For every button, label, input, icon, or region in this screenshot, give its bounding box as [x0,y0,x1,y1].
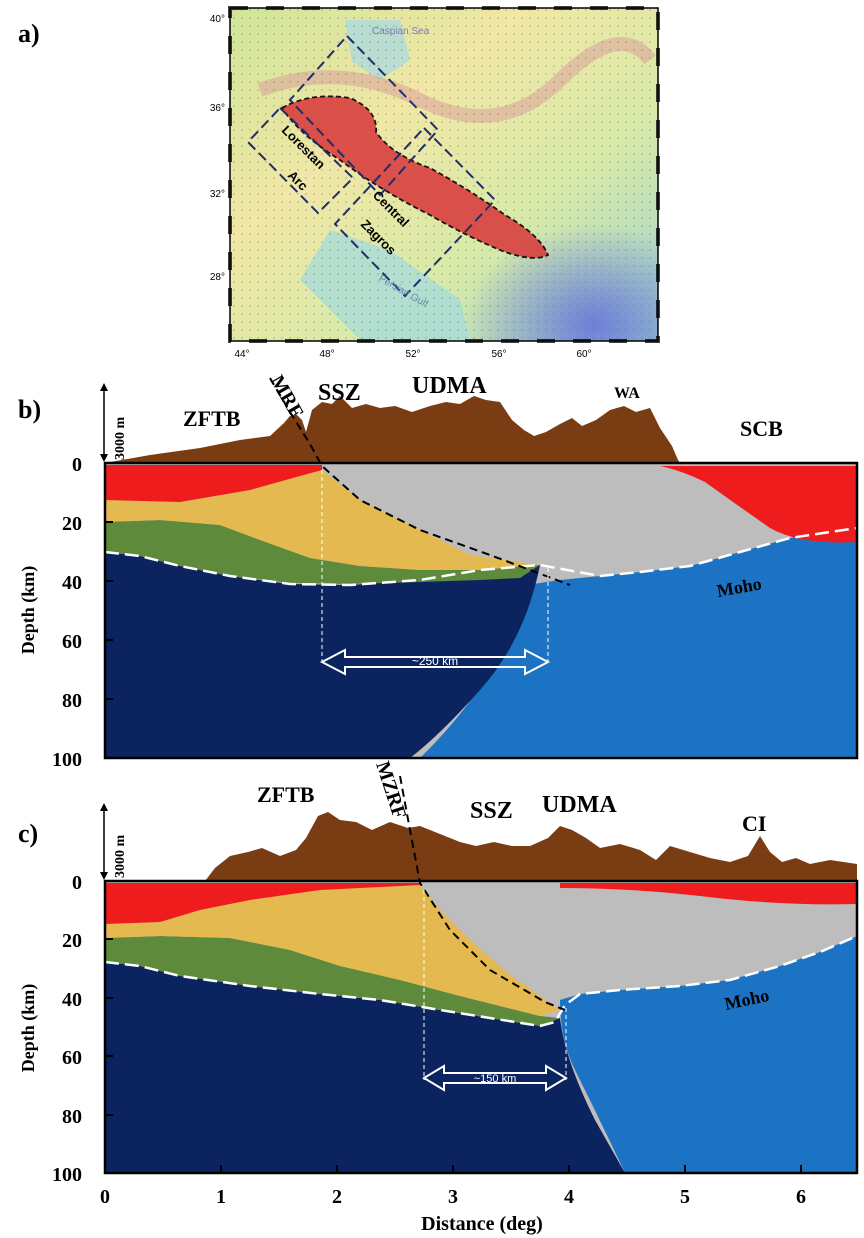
x-ticks-c [104,1165,802,1173]
panel-a-label: a) [18,19,40,48]
x-tick-c: 0 [100,1186,110,1208]
upper-crust-east-c [560,883,857,905]
y-label-c: Depth (km) [18,984,39,1073]
section-c: ~150 km Moho [103,775,859,1175]
x-tick-c: 1 [216,1186,226,1208]
panel-b: b) 3000 m [18,372,859,771]
upper-crust-b [105,465,322,502]
y-tick-b: 60 [62,631,82,653]
panel-a: a) Caspian Sea Persian Gulf Lorestan Arc… [18,6,660,360]
zone-udma-c: UDMA [542,792,617,818]
iranian-mantle-c [560,936,857,1173]
lon-tick: 48° [319,349,334,360]
width-label-c: ~150 km [474,1073,517,1085]
zone-ssz-b: SSZ [318,380,361,406]
zone-ssz-c: SSZ [470,798,513,824]
y-tick-c: 100 [52,1164,82,1186]
width-label-b: ~250 km [412,654,458,668]
arabian-mantle-c [105,962,625,1173]
zagros-belt [280,95,550,259]
moho-line-b [104,526,858,587]
zone-mrf-b: MRF [266,372,308,422]
lon-tick: 52° [405,349,420,360]
topography-c [205,812,857,881]
width-arrow-b [319,648,551,676]
lat-tick: 36° [210,103,225,114]
x-tick-c: 3 [448,1186,458,1208]
middle-crust-c [105,885,560,1016]
zone-mzrf-c: MZRF [371,759,410,822]
zone-zftb-b: ZFTB [183,406,241,431]
panel-c-label: c) [18,819,38,848]
zone-wa-b: WA [614,385,640,402]
section-b: ~250 km Moho [103,377,859,760]
mrf-fault-b [269,377,571,586]
x-tick-c: 4 [564,1186,574,1208]
scale-label: 3000 m [113,835,128,879]
lon-tick: 60° [576,349,591,360]
zone-zftb-c: ZFTB [257,782,315,807]
y-tick-b: 80 [62,690,82,712]
x-tick-c: 5 [680,1186,690,1208]
caspian-label: Caspian Sea [372,26,430,37]
lorestan-box [246,106,355,215]
y-ticks-c [105,880,113,1174]
mzrf-fault-c [399,775,566,1011]
y-tick-c: 60 [62,1047,82,1069]
y-ticks-b [105,462,113,759]
y-tick-c: 20 [62,930,82,952]
zone-scb-b: SCB [740,416,783,441]
x-label-c: Distance (deg) [421,1213,543,1235]
y-tick-c: 0 [72,872,82,894]
northern-box [288,34,440,197]
x-tick-c: 2 [332,1186,342,1208]
lon-tick: 44° [234,349,249,360]
upper-crust-east-b [660,466,857,543]
lat-tick: 28° [210,272,225,283]
central-zagros-box [333,126,497,298]
lat-tick: 32° [210,189,225,200]
lower-crust-c [105,936,560,1026]
y-tick-c: 80 [62,1106,82,1128]
lower-crust-b [105,520,540,584]
zone-ci-c: CI [742,811,766,836]
lat-tick: 40° [210,14,225,25]
y-tick-b: 20 [62,513,82,535]
zone-udma-b: UDMA [412,373,487,399]
moho-line-c [104,934,858,1028]
y-tick-b: 40 [62,572,82,594]
width-arrow-c [422,1064,568,1092]
x-tick-c: 6 [796,1186,806,1208]
scale-label: 3000 m [113,417,128,461]
upper-crust-c [105,883,420,924]
panel-c: c) 3000 m ~150 km Moho ZFTB MZRF SSZ UDM… [18,759,859,1235]
map: Caspian Sea Persian Gulf Lorestan Arc Ce… [228,6,660,343]
y-tick-b: 100 [52,749,82,771]
panel-b-label: b) [18,395,41,424]
lon-tick: 56° [491,349,506,360]
topography-b [105,396,680,463]
y-tick-b: 0 [72,454,82,476]
y-label-b: Depth (km) [18,566,39,655]
y-tick-c: 40 [62,989,82,1011]
